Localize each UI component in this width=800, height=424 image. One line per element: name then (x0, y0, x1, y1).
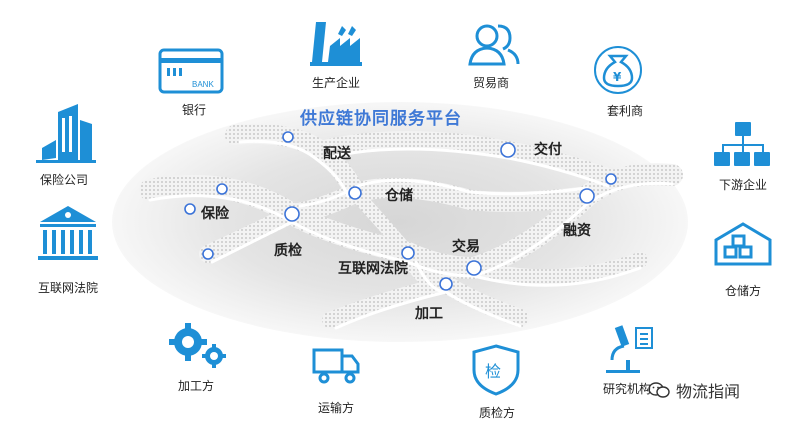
node-label-jiaoyi: 交易 (452, 239, 480, 255)
node-right (605, 173, 617, 185)
node-label-zhijian: 质检 (274, 243, 302, 259)
watermark-text: 物流指闻 (676, 382, 741, 401)
node-fayuan (401, 246, 415, 260)
node-baoxian-small (216, 183, 228, 195)
node-peisong (282, 131, 294, 143)
participant-label-yunshu: 运输方 (317, 401, 355, 415)
participant-label-cangchu: 仓储方 (724, 284, 762, 298)
building-icon (36, 104, 96, 163)
participant-label-jiagong: 加工方 (177, 379, 215, 393)
bank-card-icon: BANK (158, 48, 224, 94)
network-nodes (184, 131, 617, 291)
participant-label-fayuan: 互联网法院 (37, 281, 99, 295)
node-label-peisong: 配送 (323, 146, 351, 162)
node-baoxian (184, 203, 196, 215)
node-jiaofu (500, 142, 516, 158)
wechat-icon (648, 382, 670, 398)
shield-glyph: 检 (485, 362, 501, 381)
participant-label-baoxian: 保险公司 (39, 173, 89, 187)
participant-label-taoli: 套利商 (606, 104, 644, 118)
money-bag-icon: ¥ (594, 46, 642, 94)
node-jiagong (439, 277, 453, 291)
org-chart-icon (714, 122, 770, 166)
watermark: 物流指闻 (648, 378, 740, 402)
node-jiaoyi (466, 260, 482, 276)
network-edges (148, 139, 674, 330)
gears-icon (169, 323, 226, 368)
node-left-low (202, 248, 214, 260)
microscope-icon (606, 325, 653, 373)
node-rongzi (579, 188, 595, 204)
node-label-baoxian: 保险 (201, 206, 229, 222)
truck-icon (312, 348, 360, 384)
participant-label-maoyi: 贸易商 (472, 76, 510, 90)
node-label-rongzi: 融资 (563, 223, 591, 239)
courthouse-icon (38, 206, 98, 260)
money-bag-glyph: ¥ (613, 70, 622, 84)
factory-icon (310, 22, 362, 66)
node-label-jiagong: 加工 (415, 306, 443, 322)
participant-label-xiayou: 下游企业 (718, 178, 768, 192)
node-label-cangchu: 仓储 (385, 188, 413, 204)
node-zhijian (284, 206, 300, 222)
node-cangchu (348, 186, 362, 200)
participant-label-yanjiu: 研究机构 (602, 382, 652, 396)
participant-label-yinhang: 银行 (181, 103, 207, 117)
node-label-fayuan: 互联网法院 (338, 261, 408, 277)
participant-label-shengchan: 生产企业 (311, 76, 361, 90)
platform-title: 供应链协同服务平台 (300, 109, 462, 129)
node-label-jiaofu: 交付 (534, 142, 562, 158)
shield-icon: 检 (472, 344, 520, 396)
warehouse-icon (714, 222, 772, 266)
people-icon (468, 24, 520, 66)
participant-label-zhijian: 质检方 (478, 406, 516, 420)
bank-card-text: BANK (192, 80, 214, 89)
